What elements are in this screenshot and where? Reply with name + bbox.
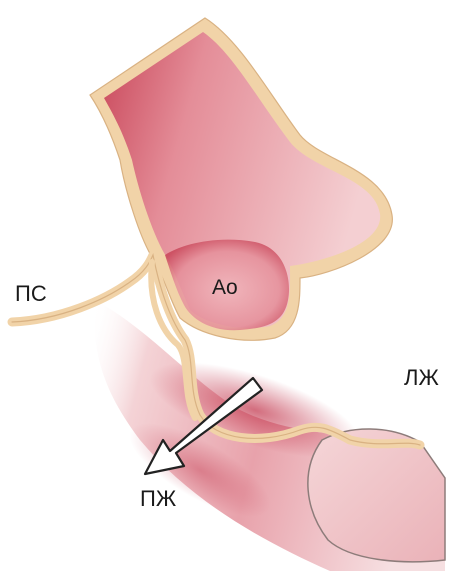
label-ao: Ао — [212, 276, 238, 299]
label-lzh: ЛЖ — [404, 365, 439, 390]
label-pzh: ПЖ — [140, 486, 177, 511]
label-ps: ПС — [15, 281, 47, 306]
